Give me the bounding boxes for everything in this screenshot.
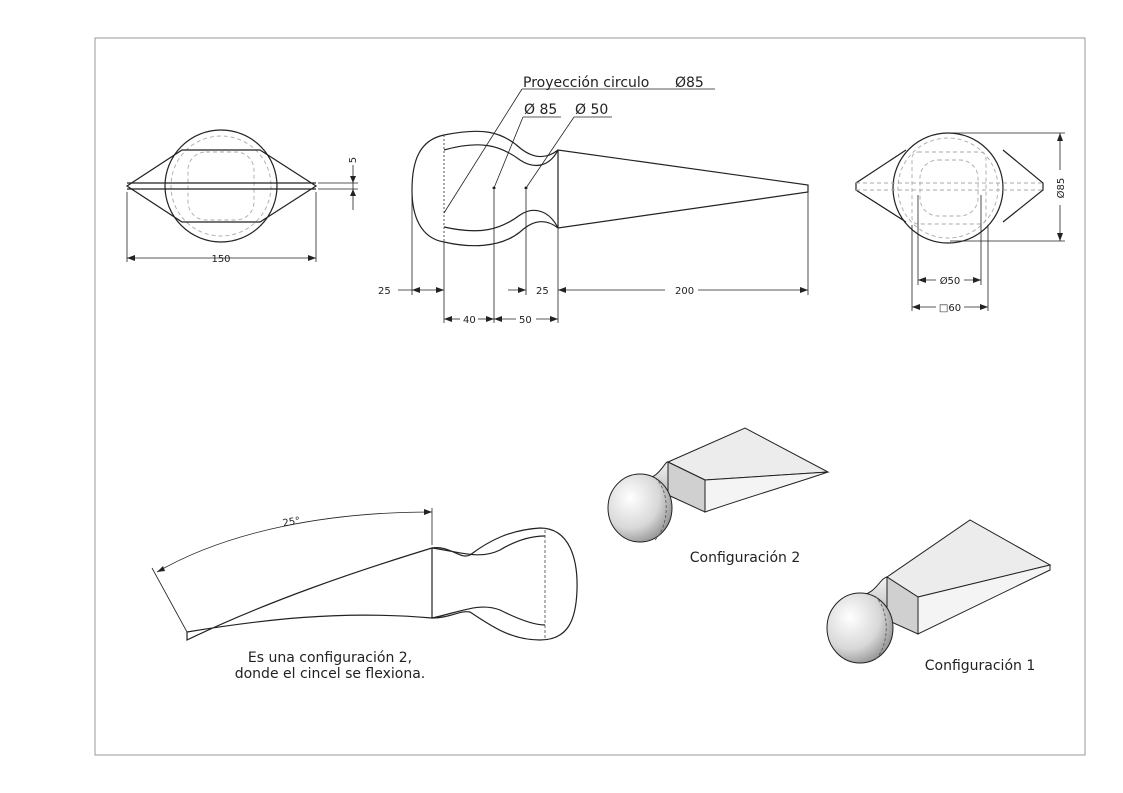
sheet-border [94, 37, 1086, 756]
end-view: Ø85 Ø50 □60 [855, 132, 1067, 314]
callout-diameter-50: Ø 50 [575, 102, 608, 118]
bent-note-line2: donde el cincel se flexiona. [235, 666, 426, 682]
dim-neck-label: 25 [536, 286, 549, 297]
dim-diameter-85-label: Ø85 [1055, 178, 1067, 199]
front-view: 150 5 [125, 129, 359, 265]
dim-head-label: 25 [378, 286, 391, 297]
dim-thickness-label: 5 [348, 157, 359, 163]
callout-diameter-85: Ø 85 [524, 102, 557, 118]
iso-config-1: Configuración 1 [826, 519, 1052, 674]
config1-label: Configuración 1 [925, 658, 1036, 674]
callout-projection-diameter: Ø85 [675, 75, 704, 91]
bent-note-line1: Es una configuración 2, [248, 650, 412, 666]
dim-diameter-50-label: Ø50 [940, 275, 961, 287]
dim-tip-label: 200 [675, 286, 694, 297]
dim-40-label: 40 [463, 315, 476, 326]
side-view: Proyección circulo Ø85 Ø 85 Ø 50 25 25 2… [378, 75, 809, 326]
bent-view: 25° Es una configuración 2, donde el cin… [151, 508, 578, 682]
iso-config-2: Configuración 2 [607, 427, 830, 566]
config2-label: Configuración 2 [690, 550, 801, 566]
dim-square-60-label: □60 [939, 303, 961, 314]
dim-50-label: 50 [519, 315, 532, 326]
callout-projection: Proyección circulo [523, 75, 649, 91]
bend-angle-label: 25° [282, 516, 301, 530]
dim-width-label: 150 [211, 254, 230, 265]
